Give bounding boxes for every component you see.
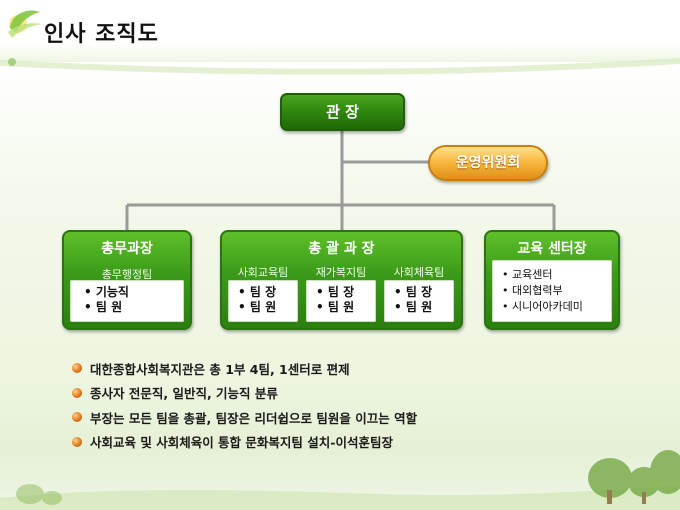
general-affairs-team: 총무행정팀 xyxy=(101,268,153,281)
education-center-box: 교육 센터장 • 교육센터 • 대외협력부 • 시니어아카데미 xyxy=(484,230,620,330)
note-text: 종사자 전문직, 일반직, 기능직 분류 xyxy=(90,386,278,402)
note-item: 종사자 전문직, 일반직, 기능직 분류 xyxy=(72,381,652,406)
team-name-social-education: 사회교육팀 xyxy=(237,266,289,279)
committee-box: 운영위원회 xyxy=(428,145,548,181)
orange-bullet-icon xyxy=(72,436,82,447)
general-manager-box: 총 괄 과 장 사회교육팀 재가복지팀 사회체육팀 • 팀 장 • 팀 원 • … xyxy=(220,230,463,330)
list-item: • 대외협력부 xyxy=(502,284,563,297)
education-center-list: • 교육센터 • 대외협력부 • 시니어아카데미 xyxy=(492,260,612,322)
note-text: 사회교육 및 사회체육이 통합 문화복지팀 설치-이석훈팀장 xyxy=(90,435,393,451)
education-center-head: 교육 센터장 xyxy=(517,241,587,257)
general-affairs-list: • 기능직 • 팀 원 xyxy=(70,280,184,322)
page-title: 인사 조직도 xyxy=(44,22,159,47)
committee-label: 운영위원회 xyxy=(455,155,521,171)
list-item: • 팀 원 xyxy=(316,300,355,314)
social-sports-list: • 팀 장 • 팀 원 xyxy=(384,280,454,322)
list-item: • 기능직 xyxy=(84,285,129,299)
list-item: • 팀 장 xyxy=(316,285,355,299)
list-item: • 팀 원 xyxy=(238,300,277,314)
list-item: • 교육센터 xyxy=(502,268,553,281)
general-manager-head: 총 괄 과 장 xyxy=(308,241,375,257)
org-connectors xyxy=(125,130,556,230)
team-name-social-sports: 사회체육팀 xyxy=(393,266,445,279)
note-item: 사회교육 및 사회체육이 통합 문화복지팀 설치-이석훈팀장 xyxy=(72,430,652,455)
list-item: • 팀 원 xyxy=(394,300,433,314)
social-education-list: • 팀 장 • 팀 원 xyxy=(228,280,298,322)
list-item: • 팀 장 xyxy=(394,285,433,299)
list-item: • 팀 원 xyxy=(84,300,123,314)
note-text: 부장는 모든 팀을 총괄, 팀장은 리더쉽으로 팀원을 이끄는 역할 xyxy=(90,410,418,426)
note-text: 대한종합사회복지관은 총 1부 4팀, 1센터로 편제 xyxy=(90,361,350,377)
general-affairs-box: 총무과장 총무행정팀 • 기능직 • 팀 원 xyxy=(62,230,192,330)
note-item: 대한종합사회복지관은 총 1부 4팀, 1센터로 편제 xyxy=(72,356,652,381)
team-name-home-welfare: 재가복지팀 xyxy=(315,266,367,279)
orange-bullet-icon xyxy=(72,412,82,423)
director-label: 관 장 xyxy=(326,103,359,121)
landscape-decoration xyxy=(0,450,680,510)
list-item: • 시니어아카데미 xyxy=(502,300,583,313)
orange-bullet-icon xyxy=(72,387,82,398)
notes-list: 대한종합사회복지관은 총 1부 4팀, 1센터로 편제 종사자 전문직, 일반직… xyxy=(72,356,652,454)
orange-bullet-icon xyxy=(72,363,82,374)
director-box: 관 장 xyxy=(280,93,405,131)
leaf-logo-icon xyxy=(8,10,42,38)
list-item: • 팀 장 xyxy=(238,285,277,299)
header-swoosh xyxy=(0,58,680,75)
tree-icon xyxy=(588,450,680,504)
title-bar: 인사 조직도 xyxy=(0,0,680,62)
home-welfare-list: • 팀 장 • 팀 원 xyxy=(306,280,376,322)
note-item: 부장는 모든 팀을 총괄, 팀장은 리더쉽으로 팀원을 이끄는 역할 xyxy=(72,405,652,430)
general-affairs-head: 총무과장 xyxy=(101,241,153,257)
